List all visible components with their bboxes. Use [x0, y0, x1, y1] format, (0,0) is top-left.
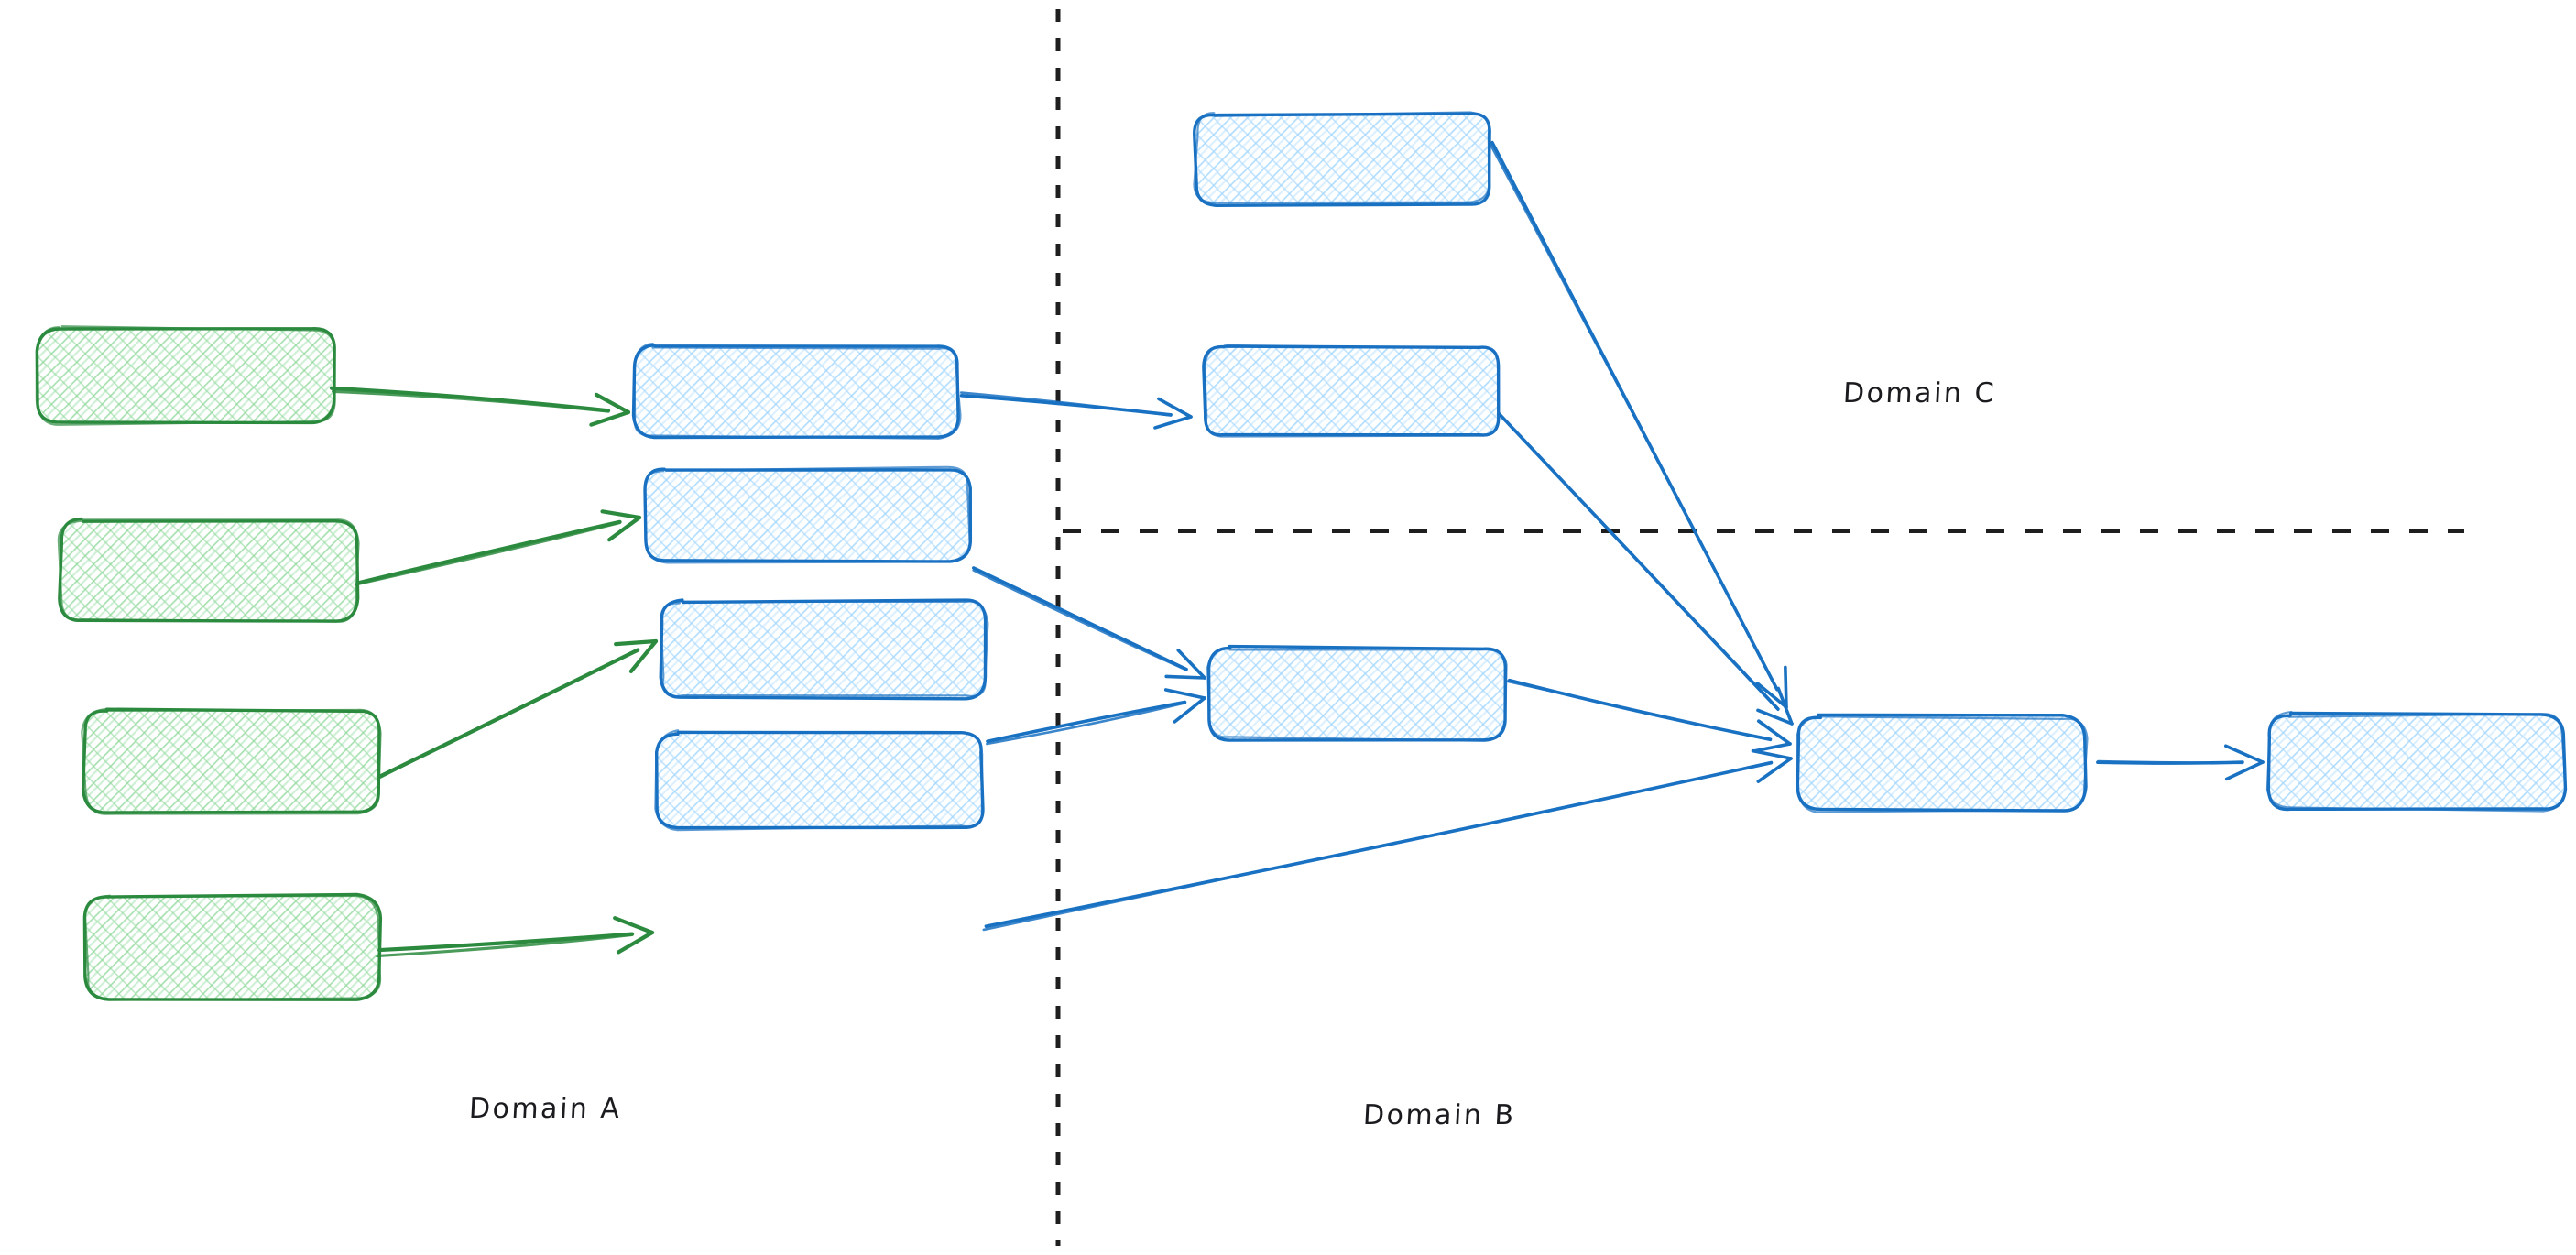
node-a4[interactable]: [82, 892, 383, 1001]
edge-e-b3-c3: [986, 688, 1206, 746]
node-fill: [1209, 648, 1504, 739]
node-a3[interactable]: [81, 707, 382, 815]
node-fill: [86, 896, 379, 999]
node-fill: [661, 601, 986, 698]
divider-layer: [1055, 9, 2464, 1246]
node-outline: [1193, 111, 1492, 204]
edge-e-a4-b4: [375, 916, 655, 958]
node-c2[interactable]: [1202, 344, 1501, 438]
node-c1[interactable]: [1193, 111, 1492, 207]
node-b4[interactable]: [654, 729, 985, 832]
node-out[interactable]: [2265, 710, 2568, 813]
node-fill: [634, 346, 958, 436]
edge-e-a1-b1: [329, 386, 631, 427]
edge-e-hub-out: [2096, 744, 2265, 781]
node-fill: [645, 469, 969, 561]
node-outline: [1206, 648, 1508, 742]
edge-e-a3-b3: [378, 638, 659, 780]
node-outline: [1203, 344, 1501, 438]
node-outline: [81, 707, 382, 815]
node-layer: [35, 111, 2568, 1001]
node-fill: [658, 733, 982, 828]
node-outline: [35, 325, 336, 426]
node-fill: [84, 710, 379, 813]
node-hub[interactable]: [1795, 713, 2089, 813]
node-b2[interactable]: [643, 465, 973, 564]
edge-e-c1-hub: [1487, 140, 1788, 709]
edge-layer: [329, 140, 2265, 958]
label-domain-b: Domain B: [1362, 1099, 1517, 1131]
node-fill: [1205, 346, 1500, 436]
node-outline: [654, 729, 984, 832]
node-c3[interactable]: [1206, 644, 1508, 742]
node-fill: [1797, 716, 2085, 810]
node-a1[interactable]: [35, 325, 336, 426]
node-outline: [660, 600, 989, 698]
label-domain-a: Domain A: [468, 1093, 623, 1125]
node-b1[interactable]: [631, 343, 962, 440]
edge-e-b1-c2: [959, 391, 1193, 430]
node-fill: [1195, 115, 1490, 204]
edge-e-c3-hub: [1504, 678, 1792, 753]
node-outline: [633, 343, 962, 440]
edge-e-b2-c3: [972, 566, 1206, 680]
node-fill: [60, 520, 357, 621]
edge-e-a2-b2: [354, 509, 642, 586]
node-outline: [83, 894, 382, 1001]
node-outline: [643, 465, 971, 564]
node-a2[interactable]: [57, 517, 360, 623]
label-domain-c: Domain C: [1842, 377, 1997, 409]
node-fill: [38, 328, 333, 422]
node-outline: [1795, 715, 2089, 813]
edge-e-b4-hub: [982, 748, 1793, 932]
node-b3[interactable]: [659, 598, 989, 701]
edge-e-c2-hub: [1497, 411, 1794, 726]
node-outline: [57, 518, 360, 623]
node-fill: [2269, 715, 2564, 810]
node-outline: [2265, 710, 2567, 813]
